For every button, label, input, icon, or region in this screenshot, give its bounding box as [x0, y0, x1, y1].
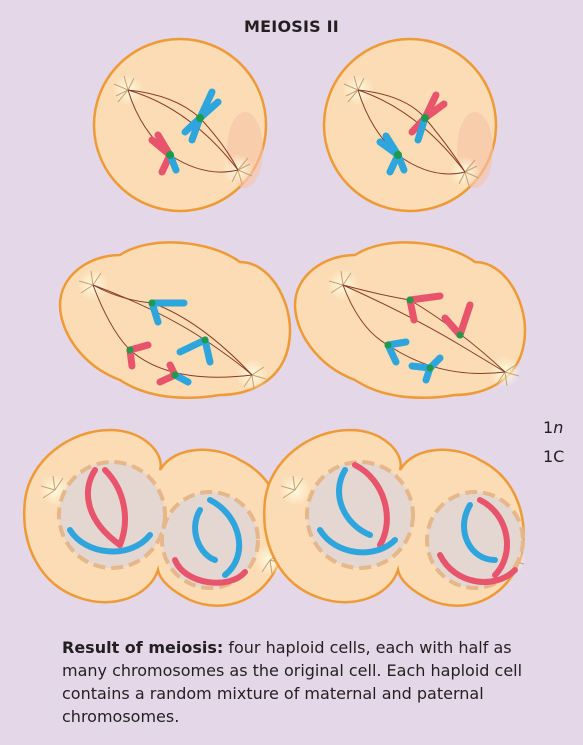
ploidy-n: n — [553, 418, 563, 437]
caption-lead: Result of meiosis: — [62, 638, 223, 657]
metaphase-cell-left — [94, 39, 266, 211]
ploidy-prefix: 1 — [543, 418, 553, 437]
ploidy-c-label: 1C — [543, 447, 564, 466]
telophase-cell-left — [24, 430, 286, 606]
nucleus — [162, 492, 258, 588]
anaphase-cell-left — [60, 242, 290, 397]
ploidy-n-label: 1n — [543, 418, 563, 437]
nucleus — [59, 462, 165, 568]
telophase-cell-right — [264, 430, 526, 606]
nucleus — [427, 492, 523, 588]
anaphase-cell-right — [295, 242, 525, 397]
caption: Result of meiosis: four haploid cells, e… — [62, 636, 532, 728]
nucleus — [307, 462, 413, 568]
spindle-pole — [279, 474, 311, 506]
metaphase-cell-right — [324, 39, 496, 211]
